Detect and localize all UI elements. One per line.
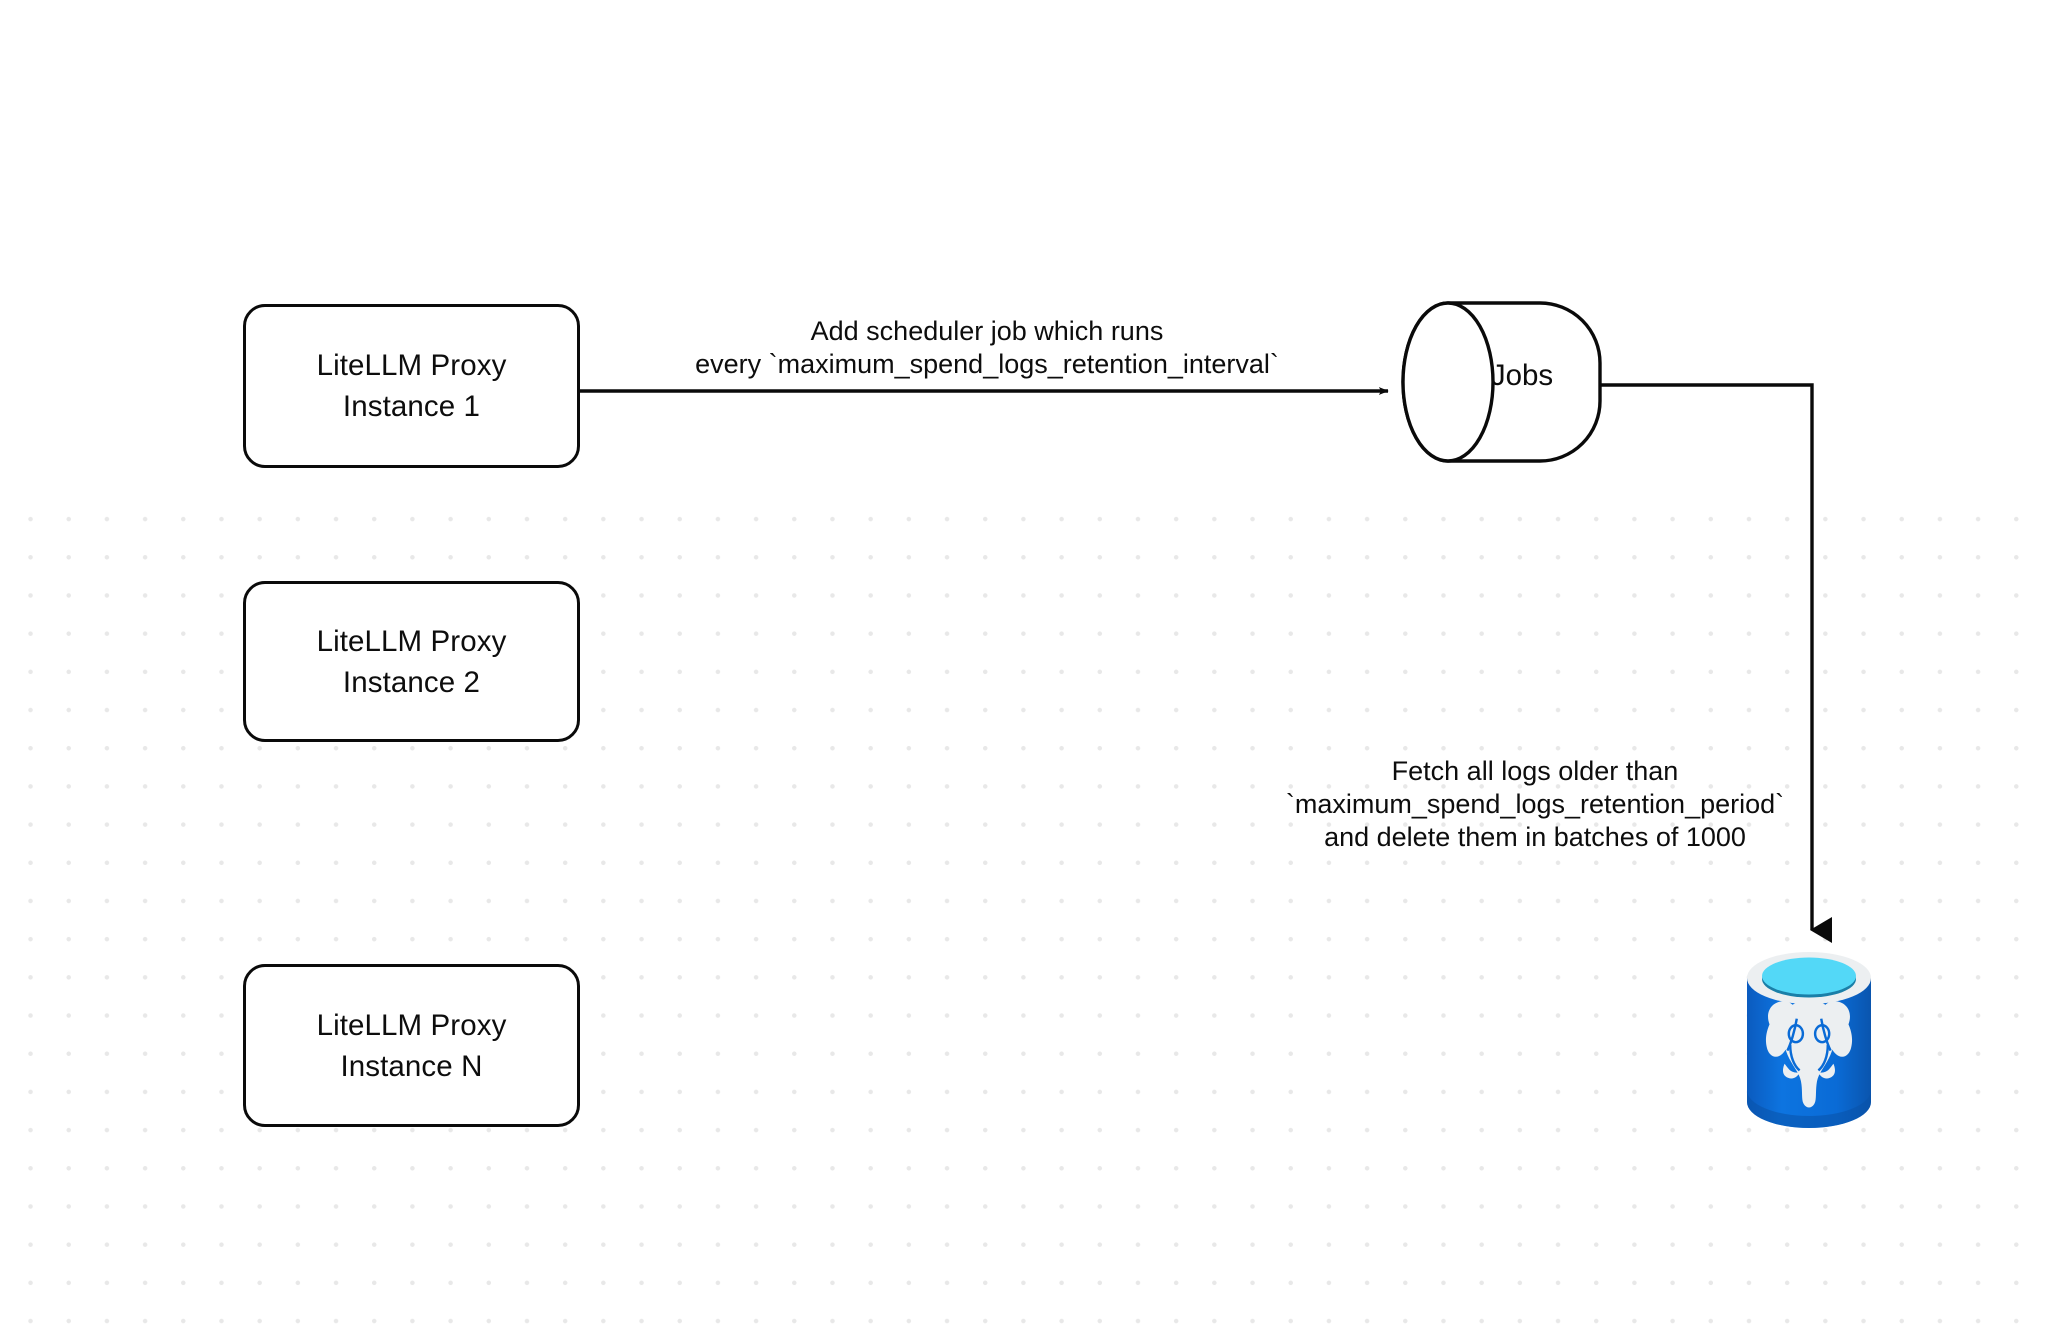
node-litellm-proxy-instance-2[interactable]: LiteLLM Proxy Instance 2 <box>243 581 580 742</box>
node-litellm-proxy-instance-1[interactable]: LiteLLM Proxy Instance 1 <box>243 304 580 468</box>
edge-label-line: `maximum_spend_logs_retention_period` <box>1285 789 1785 819</box>
edge-label-line: every `maximum_spend_logs_retention_inte… <box>695 349 1279 379</box>
jobs-cylinder-shape[interactable] <box>1401 301 1602 463</box>
node-label: LiteLLM Proxy Instance 2 <box>316 624 507 699</box>
edge-label-add-scheduler-job: Add scheduler job which runs every `maxi… <box>617 315 1357 381</box>
node-label: LiteLLM Proxy Instance N <box>316 1008 507 1083</box>
edge-label-fetch-and-delete-logs: Fetch all logs older than `maximum_spend… <box>1255 755 1815 854</box>
edge-label-line: Add scheduler job which runs <box>810 316 1164 346</box>
node-label: LiteLLM Proxy Instance 1 <box>316 349 507 423</box>
edge-label-line: Fetch all logs older than <box>1391 756 1679 786</box>
postgresql-database-icon[interactable] <box>1747 952 1871 1128</box>
edge-jobs-to-postgres[interactable] <box>1600 383 1832 943</box>
edge-label-line: and delete them in batches of 1000 <box>1324 822 1746 852</box>
node-litellm-proxy-instance-n[interactable]: LiteLLM Proxy Instance N <box>243 964 580 1127</box>
